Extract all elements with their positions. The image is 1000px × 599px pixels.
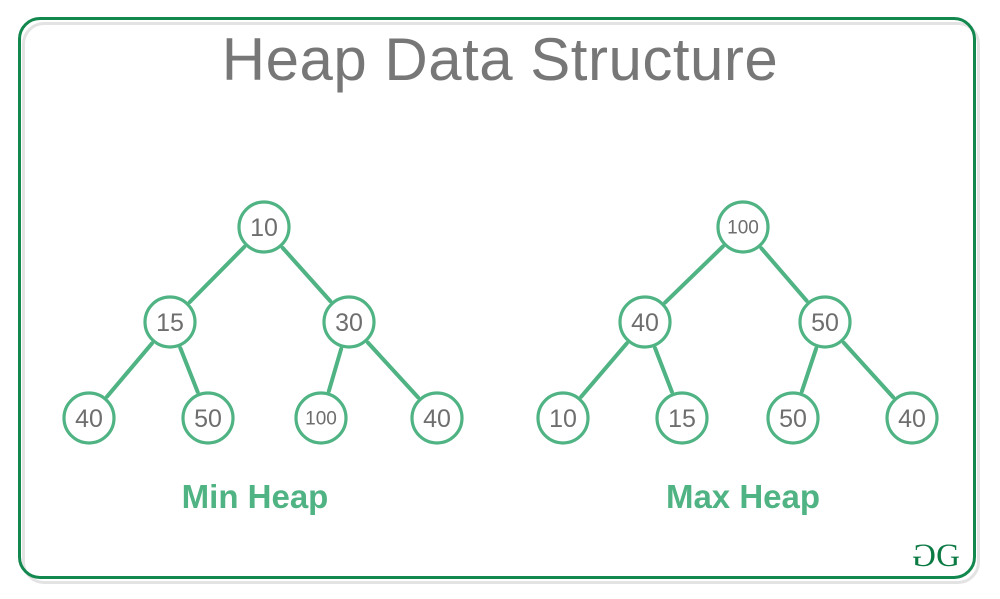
node-value: 15 — [668, 405, 696, 433]
tree-edge — [105, 341, 154, 399]
node-value: 40 — [631, 309, 659, 337]
node-value: 100 — [727, 218, 759, 239]
tree-node: 40 — [885, 391, 939, 445]
tree-edge — [178, 346, 200, 394]
tree-edge — [663, 244, 725, 305]
max-heap-tree: 100 40 50 10 15 50 40 — [536, 200, 939, 445]
node-value: 15 — [156, 309, 184, 337]
node-circle — [62, 391, 116, 445]
tree-edge — [759, 246, 809, 303]
logo-right-glyph: G — [936, 538, 960, 574]
node-circle — [655, 391, 709, 445]
node-circle — [536, 391, 590, 445]
min-heap-tree: 10 15 30 40 50 100 40 — [62, 200, 464, 445]
tree-node: 40 — [618, 295, 672, 349]
node-circle — [798, 295, 852, 349]
node-circle — [143, 295, 197, 349]
tree-edge — [653, 346, 674, 394]
node-value: 10 — [549, 405, 577, 433]
node-value: 40 — [75, 405, 103, 433]
page-title: Heap Data Structure — [221, 26, 779, 93]
tree-node: 50 — [766, 391, 820, 445]
max-heap-caption: Max Heap — [665, 478, 821, 515]
node-circle — [237, 200, 291, 254]
logo-left-glyph: G — [912, 538, 937, 574]
outer-frame — [18, 17, 976, 579]
node-circle — [322, 295, 376, 349]
node-circle — [294, 391, 348, 445]
node-value: 30 — [335, 309, 363, 337]
node-circle — [181, 391, 235, 445]
geeksforgeeks-logo: GG — [912, 538, 960, 574]
tree-node: 50 — [181, 391, 235, 445]
node-value: 50 — [811, 309, 839, 337]
tree-edge — [187, 244, 247, 305]
tree-edge — [365, 340, 421, 400]
node-value: 50 — [194, 405, 222, 433]
tree-node: 15 — [143, 295, 197, 349]
node-value: 10 — [250, 214, 278, 242]
frame-shadow — [22, 22, 980, 584]
tree-edge — [326, 346, 344, 394]
tree-node: 15 — [655, 391, 709, 445]
tree-node: 10 — [237, 200, 291, 254]
node-value: 40 — [898, 405, 926, 433]
tree-node: 100 — [294, 391, 348, 445]
tree-edge — [841, 340, 896, 400]
tree-edge — [280, 245, 333, 304]
tree-node: 40 — [410, 391, 464, 445]
tree-node: 50 — [798, 295, 852, 349]
node-value: 100 — [305, 409, 337, 430]
node-circle — [410, 391, 464, 445]
node-circle — [766, 391, 820, 445]
tree-node: 10 — [536, 391, 590, 445]
tree-edge — [799, 346, 819, 394]
tree-node: 40 — [62, 391, 116, 445]
min-heap-caption: Min Heap — [181, 478, 329, 515]
node-value: 40 — [423, 405, 451, 433]
tree-edge — [579, 341, 629, 399]
node-circle — [885, 391, 939, 445]
node-circle — [716, 200, 770, 254]
tree-node: 100 — [716, 200, 770, 254]
node-circle — [618, 295, 672, 349]
tree-node: 30 — [322, 295, 376, 349]
node-value: 50 — [779, 405, 807, 433]
